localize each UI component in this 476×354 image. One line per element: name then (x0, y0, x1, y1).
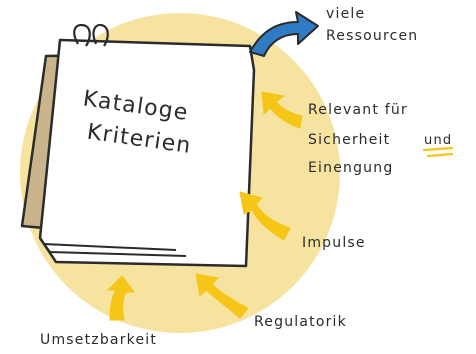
label-viele: viele (326, 6, 365, 22)
yellow-arrow-icon-regulatorik (195, 273, 249, 319)
blue-curved-arrow-icon (249, 11, 319, 57)
label-einengung: Einengung (308, 160, 393, 176)
yellow-arrow-icon-impulse (239, 191, 291, 241)
label-umsetzbarkeit: Umsetzbarkeit (40, 332, 157, 348)
label-sicherheit: Sicherheit (308, 132, 390, 148)
page-edge-line (43, 243, 187, 257)
und-underline (422, 146, 454, 158)
label-ressourcen: Ressourcen (326, 28, 418, 44)
label-impulse: Impulse (302, 235, 366, 251)
binding-ring-icon (73, 23, 91, 47)
yellow-arrow-icon-relevant (261, 91, 303, 129)
label-und: und (424, 133, 452, 148)
yellow-arrow-icon-umsetzbarkeit (106, 275, 135, 321)
label-relevant: Relevant für (308, 102, 408, 118)
binding-ring-icon (92, 23, 109, 47)
label-regulatorik: Regulatorik (254, 314, 347, 330)
